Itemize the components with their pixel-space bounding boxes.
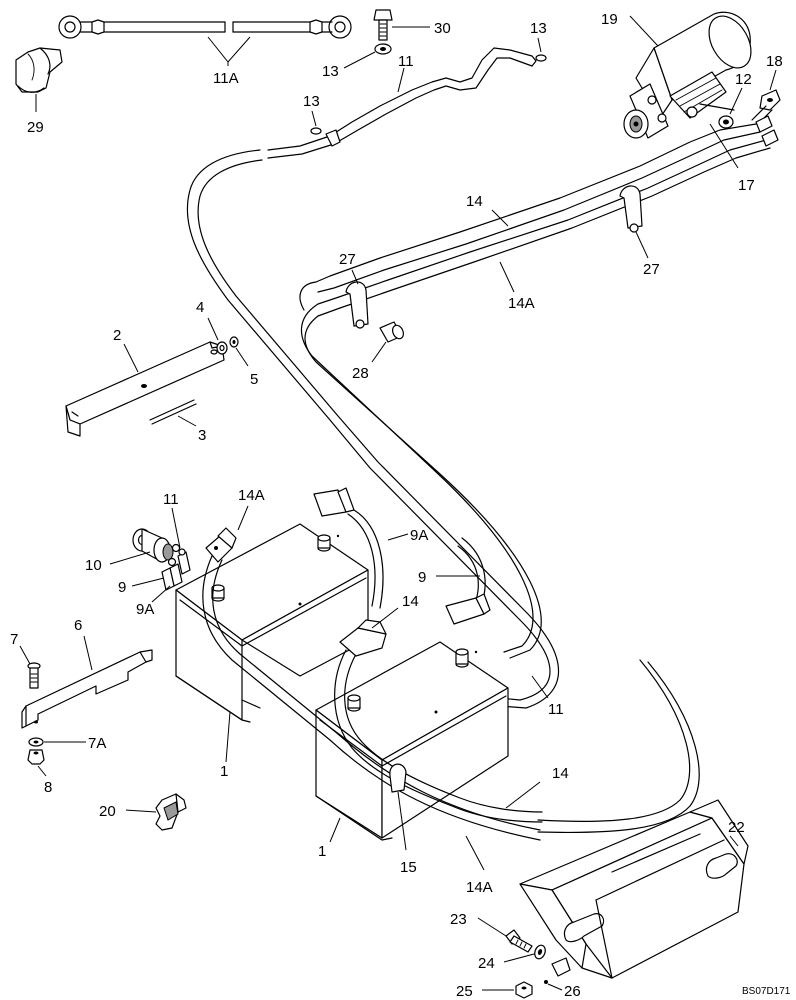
nut-25 [515,981,533,999]
callout-26: 26 [564,983,581,1000]
callout-28: 28 [352,365,369,382]
reference-code: BS07D171 [742,986,791,997]
callout-10: 10 [85,557,102,574]
callout-14-bottom: 14 [552,765,569,782]
battery-tray-22 [519,799,749,979]
callout-6: 6 [74,617,82,634]
terminal-boot-29 [15,47,63,93]
callout-9-cable: 9 [418,569,426,586]
washer-4 [216,341,228,355]
callout-1-lower: 1 [318,843,326,860]
callout-12: 12 [735,71,752,88]
callout-1-upper: 1 [220,763,228,780]
clip-26 [544,957,571,984]
callout-18: 18 [766,53,783,70]
callout-14-top: 14 [466,193,483,210]
callout-7: 7 [10,631,18,648]
callout-27-left: 27 [339,251,356,268]
washer-13-left [310,127,322,135]
nut-5 [229,336,239,348]
hold-down-rod-3 [149,399,197,425]
callout-19: 19 [601,11,618,28]
bolt-7 [27,662,41,689]
callout-24: 24 [478,955,495,972]
spacer-28 [379,321,405,343]
hold-down-bracket-2 [65,341,225,437]
callout-11-lower: 11 [548,701,564,718]
solenoid-10 [132,528,181,567]
callout-23: 23 [450,911,467,928]
callout-30: 30 [434,20,451,37]
mounting-bracket-6 [21,649,153,729]
battery-cable-11a [58,15,352,39]
nut-8 [27,749,45,765]
starter-motor-19 [623,11,752,139]
callout-13-mid: 13 [322,63,339,80]
washer-13-mid [374,43,392,55]
bolt-30 [373,9,393,41]
switch-terminals [161,548,191,591]
callout-4: 4 [196,299,204,316]
leader-11a [207,36,251,66]
cable-9 [445,537,491,625]
washer-7a [28,737,44,747]
cable-14a-bottom-ends [537,659,700,834]
callout-9-terminal: 9 [118,579,126,596]
callout-11-top: 11 [398,53,414,70]
callout-27-right: 27 [643,261,660,278]
callout-15: 15 [400,859,417,876]
clamp-27-left [345,281,369,329]
callout-13-right: 13 [530,20,547,37]
callout-11-switch: 11 [163,491,179,508]
callout-13-left: 13 [303,93,320,110]
callout-5: 5 [250,371,258,388]
callout-11a: 11A [213,70,239,87]
callout-2: 2 [113,327,121,344]
callout-14-battery: 14 [402,593,419,610]
callout-17: 17 [738,177,755,194]
cable-11 [186,47,560,709]
starter-cables [315,115,779,317]
cable-14-loop [299,281,542,659]
clip-20 [155,793,187,831]
callout-9a-terminal: 9A [136,601,154,618]
clip-15 [389,763,407,793]
callout-14a-bottom: 14A [466,879,493,896]
callout-9a-cable: 9A [410,527,428,544]
nut-12 [718,115,734,129]
callout-3: 3 [198,427,206,444]
callout-14a-top: 14A [508,295,535,312]
bolt-23 [505,929,533,953]
cable-9a [313,487,384,609]
callout-14a-battery: 14A [238,487,265,504]
battery-1-lower [315,641,509,841]
callout-7a: 7A [88,735,106,752]
callout-25: 25 [456,983,473,1000]
callout-20: 20 [99,803,116,820]
callout-29: 29 [27,119,44,136]
callout-22: 22 [728,819,745,836]
clamp-27-right [619,185,643,233]
washer-13-right [535,54,547,62]
callout-8: 8 [44,779,52,796]
washer-24 [534,944,546,960]
